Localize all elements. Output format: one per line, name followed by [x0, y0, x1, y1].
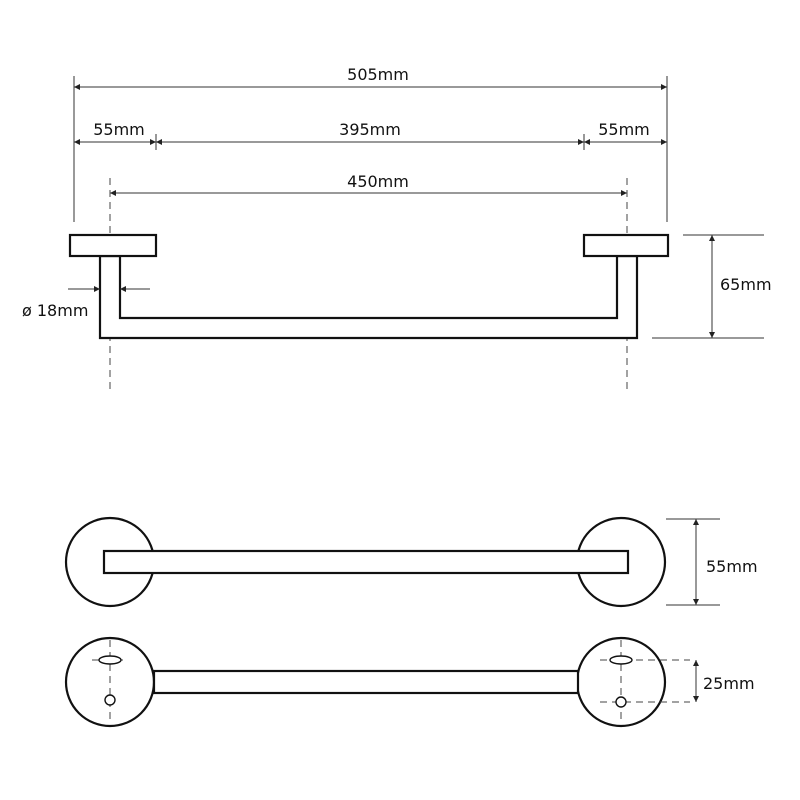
left-base-label: 55mm	[93, 120, 145, 139]
right-wall-base-side	[582, 233, 670, 258]
left-round-hole	[104, 694, 116, 706]
right-base-label: 55mm	[598, 120, 650, 139]
right-slot-hole	[609, 655, 633, 665]
bar-span-label: 395mm	[339, 120, 401, 139]
rear-mounting-view: 25mm	[64, 636, 755, 728]
center-distance-label: 450mm	[347, 172, 409, 191]
left-wall-base-side	[68, 233, 158, 258]
side-elevation-view: 505mm 55mm 395mm 55mm 450mm 65mm ø 18mm	[22, 65, 772, 392]
front-view: 55mm	[64, 516, 758, 608]
tube-diameter-label: ø 18mm	[22, 301, 88, 320]
base-diameter-label: 55mm	[706, 557, 758, 576]
left-slot-hole	[98, 655, 122, 665]
right-mounting-holes	[600, 640, 690, 722]
projection-depth-label: 65mm	[720, 275, 772, 294]
hole-spacing-label: 25mm	[703, 674, 755, 693]
right-round-hole	[615, 696, 627, 708]
overall-width-label: 505mm	[347, 65, 409, 84]
left-mounting-holes	[92, 640, 128, 722]
bar-front	[102, 549, 630, 575]
bar-rear	[152, 669, 580, 695]
towel-bar-side-profile	[98, 254, 639, 340]
